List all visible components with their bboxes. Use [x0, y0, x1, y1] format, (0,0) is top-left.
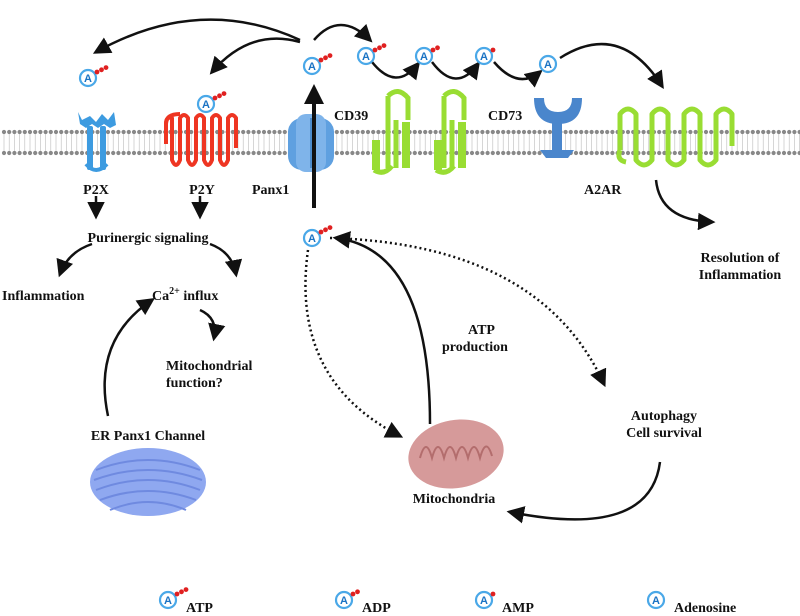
a2ar-receptor	[616, 106, 735, 168]
arrows	[56, 18, 716, 524]
cd39-label: CD39	[334, 109, 368, 124]
arrow-to-inflammation	[56, 242, 93, 278]
amp-molecule-letter: A	[480, 51, 488, 63]
adp-molecule: A	[414, 45, 440, 66]
cd73-label: CD73	[488, 109, 522, 124]
arrow-atp-to-p2y	[209, 37, 301, 75]
er-panx1-channel-label: ER Panx1 Channel	[91, 429, 205, 444]
legend-amp-label: AMP	[502, 601, 534, 616]
a2ar-label: A2AR	[584, 183, 622, 198]
legend-amp-icon: A	[474, 590, 496, 610]
legend-atp-label: ATP	[186, 601, 213, 616]
legend: A ATP A ADP A AMP A Adenosine	[158, 587, 736, 616]
atp-molecule-released-letter: A	[308, 61, 316, 73]
arrow-ca-to-mito-function	[199, 308, 226, 342]
arrow-autophagy-to-mito	[506, 461, 662, 524]
legend-amp-icon-letter: A	[480, 595, 488, 607]
cell-membrane	[1, 129, 800, 156]
atp-molecule-intracellular-letter: A	[308, 233, 316, 245]
atp-molecule-p2x: A	[78, 65, 109, 88]
arrow-atp-to-autophagy-dotted	[329, 236, 607, 388]
atp-molecule-cd39: A	[356, 43, 387, 66]
p2y-label: P2Y	[189, 183, 215, 198]
purinergic-signaling-label: Purinergic signaling	[88, 231, 209, 246]
adp-molecule-letter: A	[420, 51, 428, 63]
p2x-label: P2X	[83, 183, 109, 198]
cd39-enzyme-1	[372, 89, 411, 175]
legend-atp-icon-letter: A	[164, 595, 172, 607]
atp-molecule-p2y-letter: A	[202, 99, 210, 111]
panx1-label: Panx1	[252, 183, 289, 198]
panx1-channel	[288, 114, 334, 172]
dotted-arrows	[304, 236, 607, 438]
adenosine-molecule-letter: A	[544, 59, 552, 71]
p2x-receptor	[78, 112, 116, 172]
molecules: A A A A A A A A	[78, 43, 558, 248]
arrow-cd39-adp-to-amp	[431, 61, 481, 81]
arrow-atp-to-mito-dotted	[304, 249, 404, 438]
arrow-atp-to-p2x	[92, 18, 301, 54]
atp-molecule-p2y: A	[196, 91, 227, 114]
cd73-enzyme	[534, 98, 582, 158]
atp-molecule-intracellular: A	[302, 225, 333, 248]
ca-influx-label: Ca2+ influx	[152, 286, 218, 304]
legend-adenosine-icon-letter: A	[652, 595, 660, 607]
adenosine-molecule: A	[538, 54, 558, 74]
atp-molecule-p2x-letter: A	[84, 73, 92, 85]
arrow-cd39-atp-to-adp	[371, 61, 421, 81]
amp-molecule: A	[474, 46, 496, 66]
legend-adp-icon: A	[334, 589, 360, 610]
p2y-receptor	[164, 112, 238, 167]
legend-adenosine-label: Adenosine	[674, 601, 736, 616]
mitochondria-label: Mitochondria	[413, 492, 495, 507]
mitochondria-organelle	[408, 419, 504, 489]
legend-adenosine-icon: A	[646, 590, 666, 610]
legend-adp-label: ADP	[362, 601, 391, 616]
legend-adp-icon-letter: A	[340, 595, 348, 607]
atp-molecule-cd39-letter: A	[362, 51, 370, 63]
arrow-a2ar-to-resolution	[654, 179, 716, 231]
arrow-to-ca-influx	[209, 242, 243, 278]
inflammation-label: Inflammation	[2, 289, 85, 304]
legend-atp-icon: A	[158, 587, 189, 610]
er-panx1-channel-organelle	[90, 448, 206, 516]
cd39-enzyme-2	[434, 89, 467, 175]
arrow-cd73-amp-to-ado	[493, 61, 543, 88]
arrow-ado-to-a2ar	[559, 42, 664, 89]
arrow-atp-production	[332, 231, 432, 425]
arrow-atp-to-cd39	[313, 23, 373, 43]
arrow-er-to-ca	[103, 298, 155, 417]
atp-molecule-released: A	[302, 53, 333, 76]
